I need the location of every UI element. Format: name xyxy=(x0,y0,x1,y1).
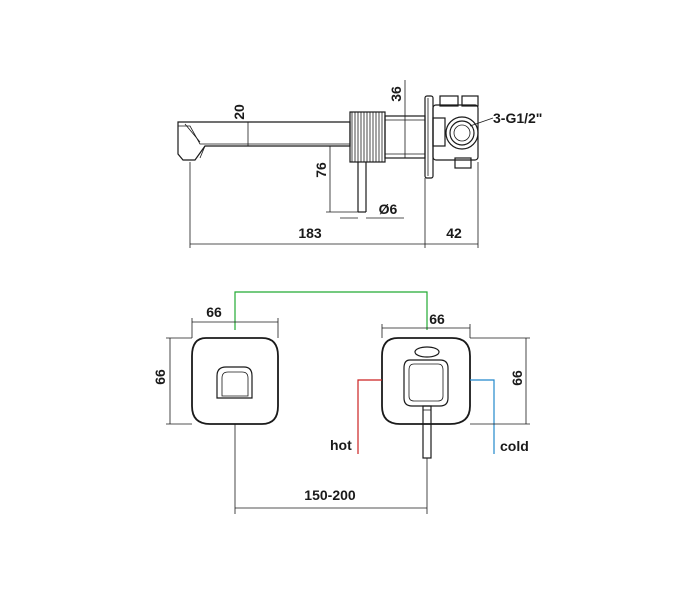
side-view: 20 76 36 Ø6 183 xyxy=(177,80,542,248)
dim-spacing: 150-200 xyxy=(234,424,428,514)
dim-drop: 76 xyxy=(313,145,358,213)
left-plate xyxy=(191,337,279,425)
right-plate xyxy=(381,337,471,459)
wall-plate xyxy=(424,95,434,179)
dim-right-height: 66 xyxy=(470,337,530,425)
center-link-line xyxy=(234,291,428,330)
dim-body-height-label: 36 xyxy=(388,86,404,102)
dim-depth-label: 42 xyxy=(446,225,462,241)
inlet-callout: 3-G1/2" xyxy=(469,110,542,127)
front-view: hot cold 66 66 66 xyxy=(152,291,530,514)
dim-lever-diameter-label: Ø6 xyxy=(379,201,398,217)
cold-line xyxy=(470,379,495,454)
dim-right-height-label: 66 xyxy=(509,370,525,386)
dim-spout-height-label: 20 xyxy=(231,104,247,120)
dim-right-width: 66 xyxy=(381,311,471,338)
dim-body-height: 36 xyxy=(388,80,410,159)
inlet-label: 3-G1/2" xyxy=(493,110,542,126)
dim-spacing-label: 150-200 xyxy=(304,487,356,503)
dim-length: 183 xyxy=(189,162,426,248)
threaded-body xyxy=(349,111,426,163)
dim-spout-height: 20 xyxy=(231,104,252,147)
spout xyxy=(177,121,351,161)
hot-line xyxy=(357,379,382,454)
dim-left-height-label: 66 xyxy=(152,369,168,385)
hot-label: hot xyxy=(330,437,352,453)
dim-right-width-label: 66 xyxy=(429,311,445,327)
dim-length-label: 183 xyxy=(298,225,322,241)
dim-lever-diameter: Ø6 xyxy=(340,201,404,219)
lever-side xyxy=(357,162,367,213)
dim-left-width-label: 66 xyxy=(206,304,222,320)
dim-left-width: 66 xyxy=(191,304,279,338)
valve-body xyxy=(432,95,479,169)
dim-drop-label: 76 xyxy=(313,162,329,178)
cold-label: cold xyxy=(500,438,529,454)
dim-depth: 42 xyxy=(425,162,479,248)
dim-left-height: 66 xyxy=(152,337,192,425)
